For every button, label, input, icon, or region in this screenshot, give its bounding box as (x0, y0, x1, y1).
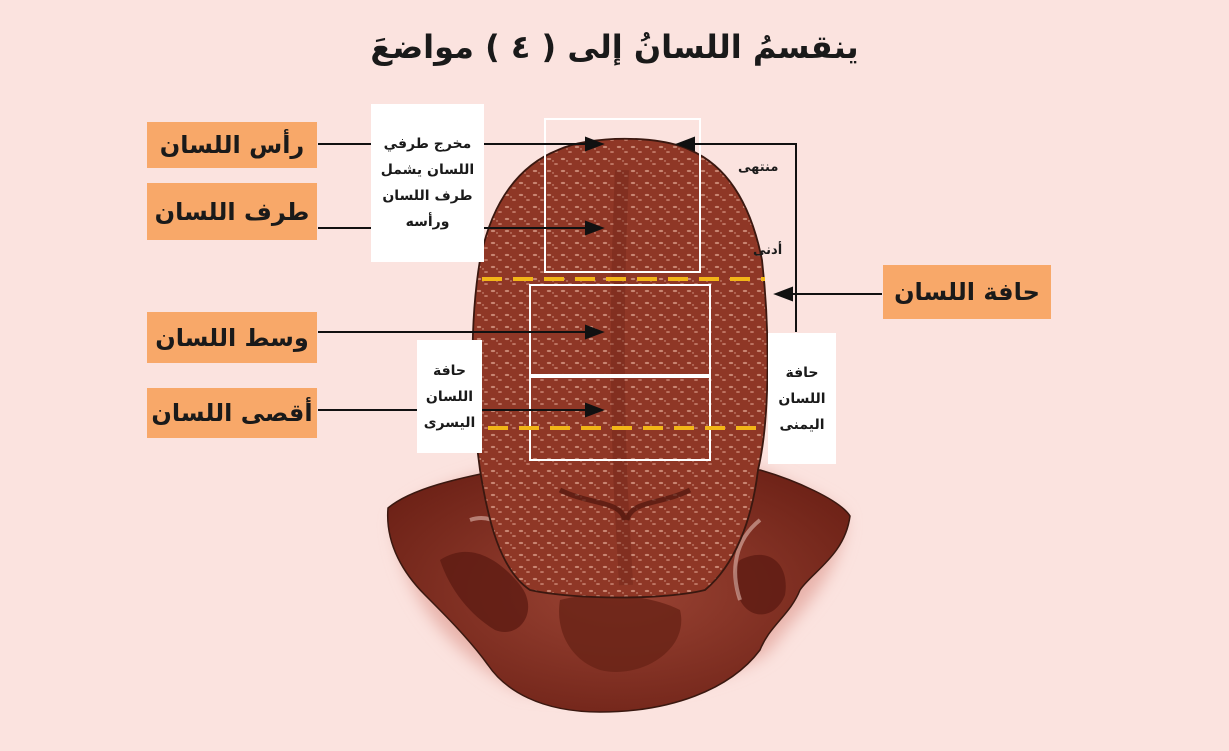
label-tongue-blade: طرف اللسان (147, 183, 317, 240)
label-tongue-edge: حافة اللسان (883, 265, 1051, 319)
edge-start-marker: أدنى (753, 243, 782, 258)
page-title: ينقسمُ اللسانُ إلى ( ٤ ) مواضعَ (0, 28, 1229, 66)
label-tongue-middle: وسط اللسان (147, 312, 317, 363)
note-left-edge: حافة اللسان اليسرى (417, 340, 482, 453)
edge-end-marker: منتهى (738, 160, 778, 175)
note-tip-exit: مخرج طرفي اللسان يشمل طرف اللسان ورأسه (371, 104, 484, 262)
note-right-edge: حافة اللسان اليمنى (768, 333, 836, 464)
label-tongue-tip: رأس اللسان (147, 122, 317, 168)
edge-arrow-head (776, 288, 792, 300)
label-tongue-back: أقصى اللسان (147, 388, 317, 438)
